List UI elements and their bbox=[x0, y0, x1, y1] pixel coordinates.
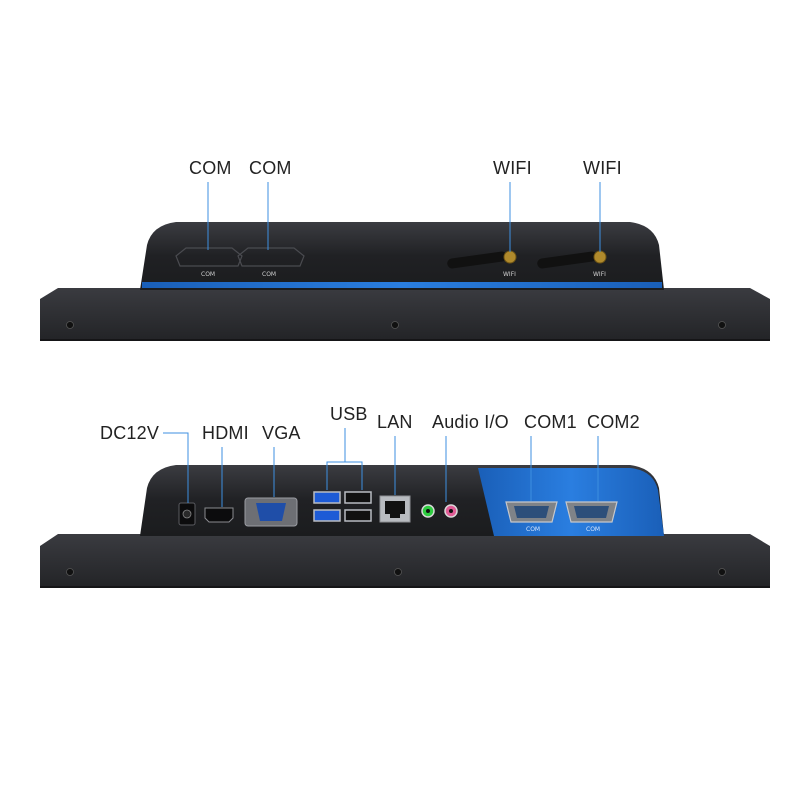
label-hdmi: HDMI bbox=[202, 423, 249, 443]
label-wifi-right: WIFI bbox=[583, 158, 622, 178]
wifi-panel-text-left: WIFI bbox=[503, 271, 516, 278]
audio-jack-pink bbox=[444, 504, 458, 518]
label-audio-io: Audio I/O bbox=[432, 412, 509, 432]
bottom-leader-lines bbox=[163, 428, 599, 507]
hdmi-port bbox=[204, 507, 234, 523]
com1-port bbox=[505, 501, 558, 523]
top-view-device: COM COM WIFI WIFI bbox=[40, 222, 770, 341]
label-com-top-left: COM bbox=[189, 158, 232, 178]
com-cutout-right bbox=[237, 247, 305, 267]
com1-panel-text: COM bbox=[526, 526, 540, 533]
dc-jack bbox=[178, 502, 196, 526]
usb3-ports bbox=[313, 491, 341, 522]
label-com2: COM2 bbox=[587, 412, 640, 432]
label-com-top-right: COM bbox=[249, 158, 292, 178]
label-lan: LAN bbox=[377, 412, 413, 432]
label-usb: USB bbox=[330, 404, 368, 424]
wifi-panel-text-right: WIFI bbox=[593, 271, 606, 278]
com-panel-text-left: COM bbox=[201, 271, 215, 278]
bottom-view-device: COM COM bbox=[40, 465, 770, 588]
top-blue-stripe bbox=[142, 282, 662, 288]
com-panel-text-right: COM bbox=[262, 271, 276, 278]
lan-port bbox=[379, 495, 411, 523]
top-leader-lines bbox=[207, 182, 601, 252]
audio-jack-green bbox=[421, 504, 435, 518]
com-cutout-left bbox=[175, 247, 243, 267]
label-com1: COM1 bbox=[524, 412, 577, 432]
vga-port bbox=[244, 497, 298, 527]
usb2-ports bbox=[344, 491, 372, 522]
top-housing bbox=[140, 222, 664, 290]
wifi-antenna-left bbox=[447, 250, 517, 269]
label-wifi-left: WIFI bbox=[493, 158, 532, 178]
bottom-base-plate bbox=[40, 534, 770, 587]
wifi-antenna-right bbox=[537, 250, 607, 269]
label-vga: VGA bbox=[262, 423, 301, 443]
top-base-plate bbox=[40, 288, 770, 340]
com2-port bbox=[565, 501, 618, 523]
com2-panel-text: COM bbox=[586, 526, 600, 533]
label-dc12v: DC12V bbox=[100, 423, 160, 443]
